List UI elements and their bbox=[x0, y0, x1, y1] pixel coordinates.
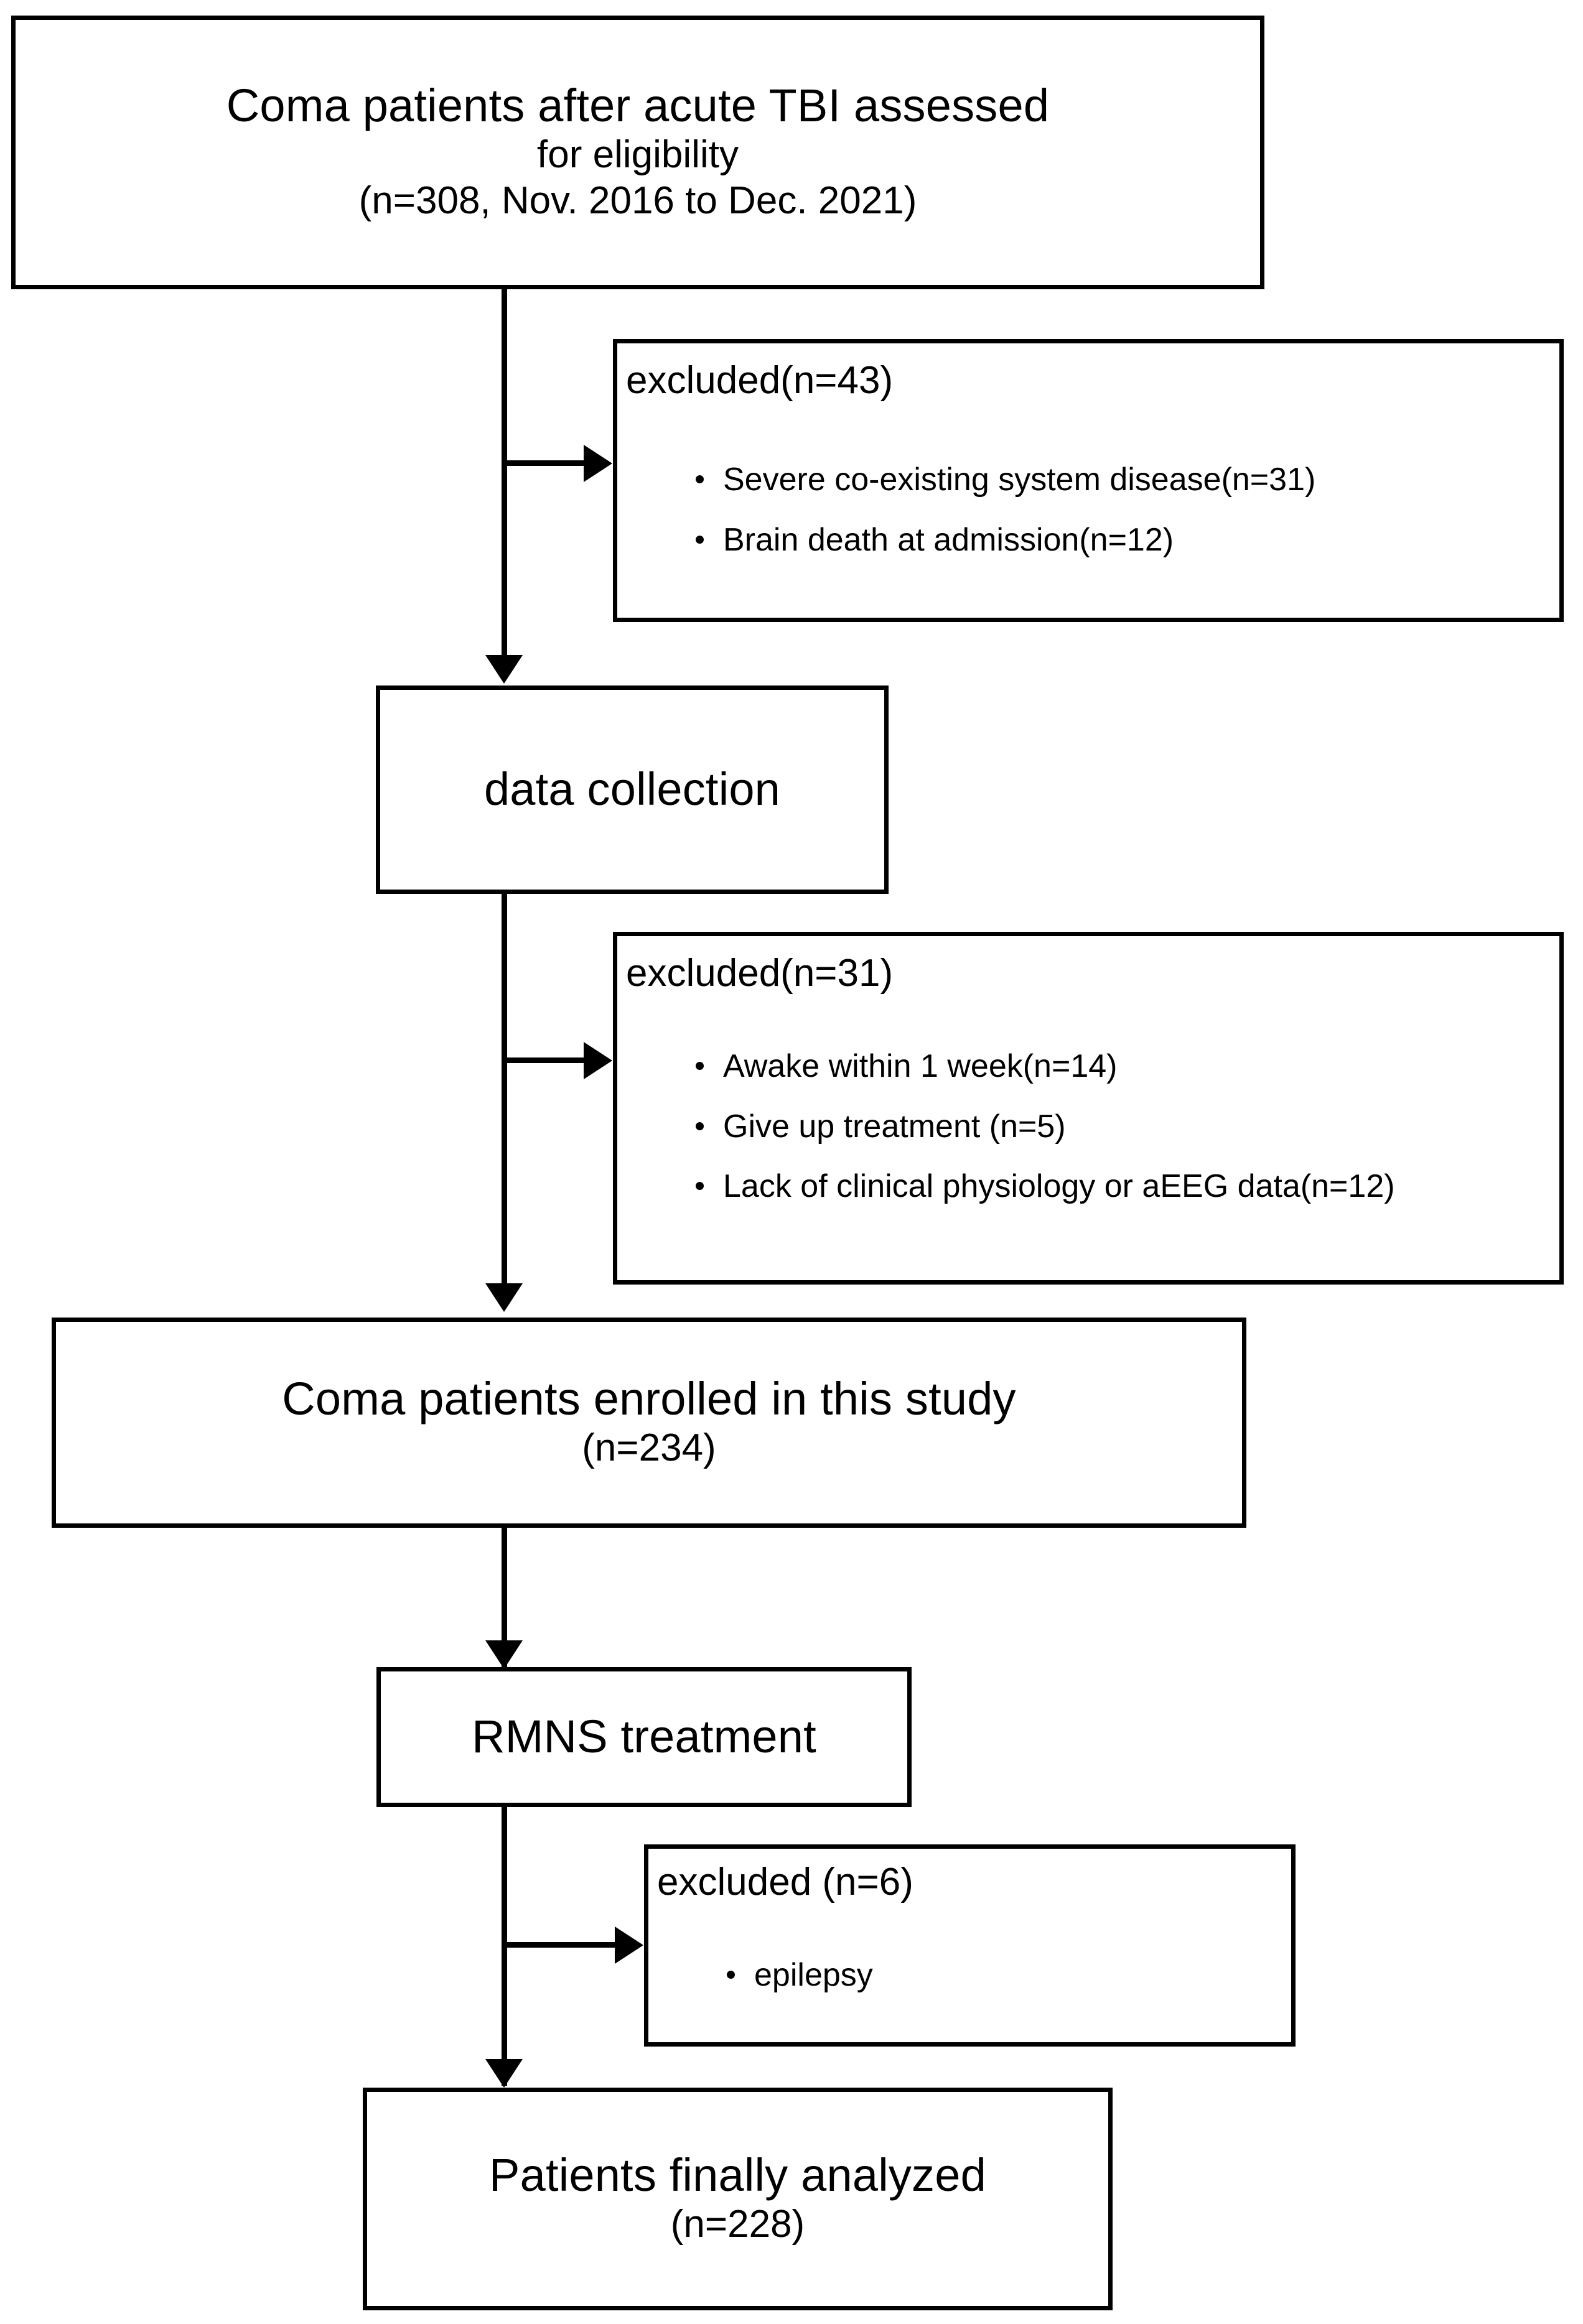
node-rmns-treatment: RMNS treatment bbox=[376, 1667, 912, 1807]
connector-branch-excluded-3 bbox=[504, 1942, 616, 1948]
node-enrolled-in-study: Coma patients enrolled in this study (n=… bbox=[52, 1318, 1246, 1528]
list-item: Severe co-existing system disease(n=31) bbox=[691, 459, 1315, 501]
connector-enrolled-to-rmns bbox=[502, 1528, 507, 1670]
node-patients-finally-analyzed: Patients finally analyzed (n=228) bbox=[363, 2088, 1113, 2310]
connector-branch-excluded-1 bbox=[504, 460, 585, 466]
arrowhead-to-rmns bbox=[485, 1640, 523, 1669]
enrolled-line-1: Coma patients enrolled in this study bbox=[282, 1373, 1016, 1425]
node-excluded-43: excluded(n=43) Severe co-existing system… bbox=[613, 339, 1564, 622]
arrowhead-to-analyzed bbox=[485, 2059, 523, 2088]
connector-assessed-to-data-collection bbox=[502, 289, 507, 658]
arrowhead-to-excluded-2 bbox=[584, 1042, 612, 1079]
node-excluded-6: excluded (n=6) epilepsy bbox=[644, 1844, 1296, 2047]
data-collection-label: data collection bbox=[483, 763, 781, 816]
assessed-line-2: for eligibility bbox=[537, 133, 739, 177]
connector-branch-excluded-2 bbox=[504, 1057, 585, 1063]
node-excluded-31: excluded(n=31) Awake within 1 week(n=14)… bbox=[613, 932, 1564, 1285]
list-item: Give up treatment (n=5) bbox=[691, 1106, 1395, 1148]
connector-data-collection-to-enrolled bbox=[502, 894, 507, 1286]
node-data-collection: data collection bbox=[376, 686, 889, 894]
excluded-1-list: Severe co-existing system disease(n=31) … bbox=[617, 440, 1315, 560]
list-item: Awake within 1 week(n=14) bbox=[691, 1046, 1395, 1087]
excluded-3-list: epilepsy bbox=[648, 1936, 873, 1996]
excluded-1-heading: excluded(n=43) bbox=[626, 359, 894, 402]
analyzed-line-1: Patients finally analyzed bbox=[489, 2149, 986, 2201]
assessed-line-3: (n=308, Nov. 2016 to Dec. 2021) bbox=[358, 179, 917, 223]
node-assessed-for-eligibility: Coma patients after acute TBI assessed f… bbox=[11, 16, 1264, 289]
arrowhead-to-excluded-3 bbox=[615, 1927, 643, 1964]
arrowhead-to-data-collection bbox=[485, 655, 523, 684]
list-item: Lack of clinical physiology or aEEG data… bbox=[691, 1166, 1395, 1207]
arrowhead-to-enrolled bbox=[485, 1283, 523, 1312]
rmns-label: RMNS treatment bbox=[472, 1711, 816, 1763]
excluded-3-heading: excluded (n=6) bbox=[657, 1861, 913, 1903]
excluded-2-heading: excluded(n=31) bbox=[626, 952, 894, 995]
arrowhead-to-excluded-1 bbox=[584, 445, 612, 482]
list-item: epilepsy bbox=[722, 1954, 873, 1996]
analyzed-line-2: (n=228) bbox=[670, 2203, 805, 2246]
list-item: Brain death at admission(n=12) bbox=[691, 519, 1315, 561]
enrolled-line-2: (n=234) bbox=[582, 1426, 716, 1470]
excluded-2-list: Awake within 1 week(n=14) Give up treatm… bbox=[617, 1027, 1488, 1207]
assessed-line-1: Coma patients after acute TBI assessed bbox=[226, 80, 1050, 132]
